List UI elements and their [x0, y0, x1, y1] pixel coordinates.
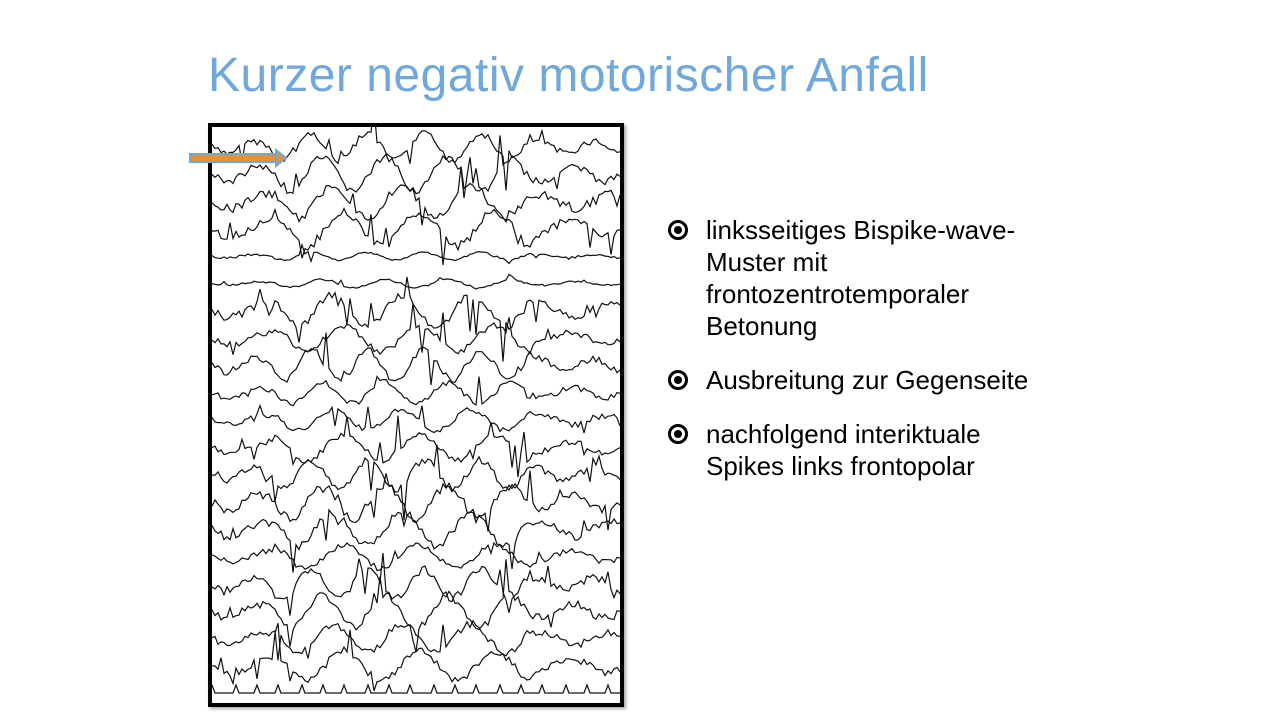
- eeg-recording-image: [208, 123, 624, 707]
- arrow-shaft: [189, 153, 279, 163]
- bullet-text: nachfolgend interiktuale Spikes links fr…: [706, 419, 981, 481]
- eeg-trace: [212, 508, 620, 573]
- eeg-trace: [212, 242, 620, 265]
- bullet-list: linksseitiges Bispike-wave-Muster mit fr…: [668, 214, 1048, 504]
- eeg-trace: [212, 619, 620, 661]
- eeg-trace: [212, 273, 620, 290]
- eeg-trace: [212, 303, 620, 356]
- arrow-pointer-icon: [188, 148, 288, 168]
- bullet-item: nachfolgend interiktuale Spikes links fr…: [668, 418, 1048, 482]
- eeg-trace: [212, 135, 620, 199]
- eeg-trace: [212, 166, 620, 226]
- eeg-trace: [212, 415, 620, 478]
- arrow-head: [275, 148, 288, 168]
- eeg-trace: [212, 276, 620, 362]
- bullet-item: linksseitiges Bispike-wave-Muster mit fr…: [668, 214, 1048, 342]
- slide-title: Kurzer negativ motorischer Anfall: [208, 49, 929, 102]
- target-bullet-icon: [668, 370, 688, 390]
- eeg-trace: [212, 375, 620, 407]
- bullet-text: Ausbreitung zur Gegenseite: [706, 365, 1029, 395]
- bullet-text: linksseitiges Bispike-wave-Muster mit fr…: [706, 215, 1016, 341]
- eeg-trace: [212, 444, 620, 521]
- target-bullet-icon: [668, 424, 688, 444]
- eeg-traces: [212, 127, 620, 694]
- eeg-trace: [212, 623, 620, 691]
- eeg-trace: [212, 552, 620, 616]
- eeg-trace: [212, 403, 620, 434]
- target-bullet-icon: [668, 220, 688, 240]
- eeg-trace: [212, 332, 620, 386]
- eeg-trace: [212, 207, 620, 265]
- eeg-trace: [212, 541, 620, 571]
- eeg-trace: [212, 683, 620, 694]
- bullet-item: Ausbreitung zur Gegenseite: [668, 364, 1048, 396]
